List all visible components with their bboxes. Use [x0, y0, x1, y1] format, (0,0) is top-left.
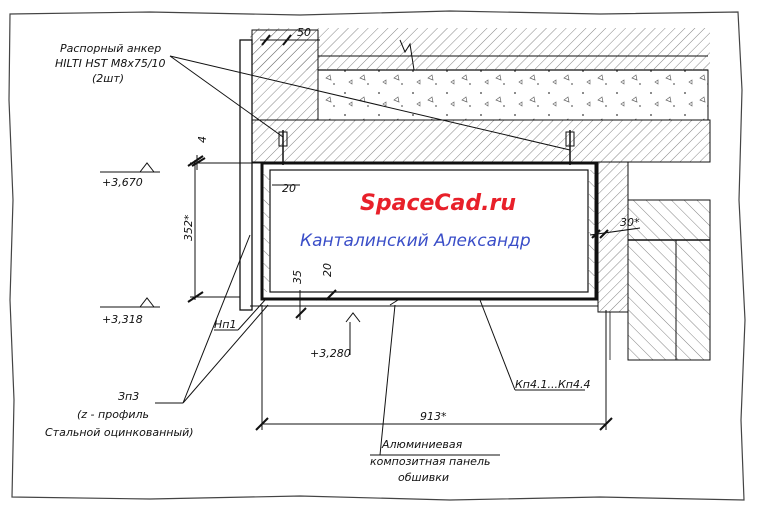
anchor-label-line2: HILTI HST M8x75/10	[55, 57, 166, 70]
paper-border	[8, 10, 746, 501]
insulation-left	[263, 170, 270, 292]
upper-hatch	[250, 28, 710, 70]
watermark-site: SpaceCad.ru	[360, 191, 516, 216]
concrete-slab	[317, 69, 709, 121]
anchor-label-line1: Распорный анкер	[60, 42, 161, 55]
structure	[239, 28, 711, 361]
slab-hatch	[249, 119, 711, 163]
right-brick	[627, 199, 711, 361]
dim-50: 50	[297, 26, 311, 39]
panel-label-line1: Алюминиевая	[381, 438, 463, 451]
right-wall	[597, 161, 629, 313]
zp3-label-line1: Зп3	[118, 390, 139, 403]
level-bottom: +3,318	[102, 313, 143, 326]
dim-913: 913*	[420, 410, 447, 423]
dimension-lines	[100, 34, 641, 456]
kp-label: Кп4.1...Кп4.4	[515, 378, 590, 391]
level-top: +3,670	[102, 176, 143, 189]
dim-35: 35	[291, 270, 304, 284]
annotations: Распорный анкер HILTI HST M8x75/10 (2шт)…	[45, 26, 640, 484]
left-wall	[239, 39, 253, 311]
dim-20-low: 20	[321, 263, 334, 277]
dim-30: 30*	[620, 216, 640, 229]
anchor-label-line3: (2шт)	[92, 72, 124, 85]
dim-20-top: 20	[282, 182, 296, 195]
zp3-label-line2: (z - профиль	[77, 408, 149, 421]
zp3-label-line3: Стальной оцинкованный)	[45, 426, 194, 439]
watermark-author: Канталинский Александр	[300, 231, 531, 251]
dim-4: 4	[196, 136, 209, 143]
panel-label-line3: обшивки	[398, 471, 449, 484]
np1-label: Нп1	[214, 318, 236, 331]
dim-352: 352*	[182, 214, 195, 241]
insulation-right	[588, 170, 595, 292]
level-panel: +3,280	[310, 347, 351, 360]
panel-assembly	[250, 130, 598, 307]
panel-label-line2: композитная панель	[370, 455, 490, 468]
